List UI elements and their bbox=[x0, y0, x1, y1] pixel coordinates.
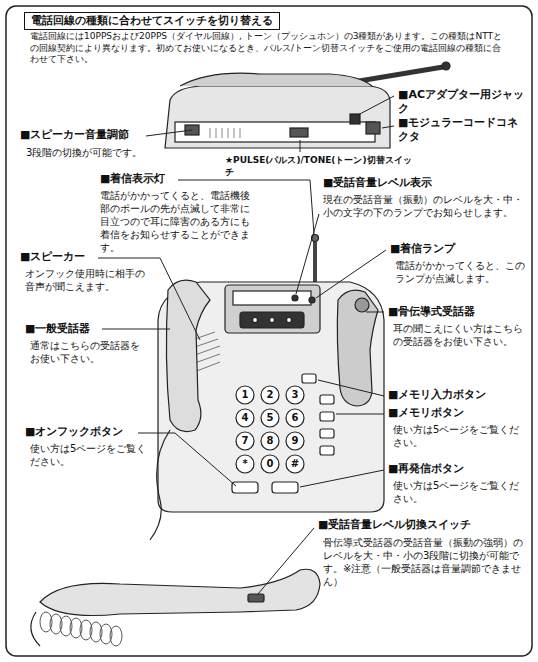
part-name: ■受話音量レベル表示 bbox=[323, 176, 523, 190]
part-name: ■着信表示灯 bbox=[100, 172, 220, 186]
key-label: 8 bbox=[261, 434, 279, 448]
key-label: 9 bbox=[286, 434, 304, 448]
general-handset bbox=[166, 280, 210, 431]
intro-note: 電話回線には10PPSおよび20PPS（ダイヤル回線）, トーン（プッシュホン）… bbox=[30, 31, 508, 66]
part-name: ■メモリボタン bbox=[388, 406, 528, 420]
main-phone bbox=[150, 235, 384, 541]
part-note: 電話がかかってくると、電話機後部のポールの先が点滅して非常に目立つので耳に障害の… bbox=[100, 189, 250, 254]
part-note: 骨伝導式受話器の受話音量（振動の強弱）のレベルを大・中・小の3段階に切換が可能で… bbox=[323, 536, 523, 588]
part-name: ■メモリ入力ボタン bbox=[388, 388, 528, 402]
key-label: 0 bbox=[261, 457, 279, 471]
part-note: 使い方は5ページをご覧ください。 bbox=[393, 479, 525, 505]
part-note: 使い方は5ページをご覧ください。 bbox=[393, 423, 525, 449]
part-note: オンフック使用時に相手の音声が聞こえます。 bbox=[25, 267, 145, 293]
key-label: 2 bbox=[261, 388, 279, 402]
part-note: 耳の聞こえにくい方はこちらの受話器をお使い下さい。 bbox=[393, 322, 525, 348]
bone-conduction-handset-side bbox=[31, 569, 320, 646]
key-label: * bbox=[236, 457, 254, 471]
part-name: ■着信ランプ bbox=[390, 242, 525, 256]
key-label: 4 bbox=[236, 411, 254, 425]
key-label: 1 bbox=[236, 388, 254, 402]
part-name: ■一般受話器 bbox=[25, 322, 125, 336]
part-note: 現在の受話音量（振動）のレベルを大・中・小の文字の下のランプでお知らせします。 bbox=[323, 193, 523, 219]
key-label: 6 bbox=[286, 411, 304, 425]
part-name: ■モジュラーコードコネクタ bbox=[398, 116, 523, 145]
key-label: 7 bbox=[236, 434, 254, 448]
redial-button bbox=[272, 482, 298, 493]
keypad bbox=[236, 386, 304, 473]
part-note: 3段階の切換が可能です。 bbox=[26, 146, 166, 159]
heading-text: 電話回線の種類に合わせてスイッチを切り替える bbox=[31, 14, 273, 28]
key-label: 5 bbox=[261, 411, 279, 425]
handset-cord bbox=[150, 430, 170, 540]
switch-name: ★PULSE(パルス)/TONE(トーン)切替スイッチ bbox=[225, 155, 415, 178]
page-frame bbox=[6, 6, 532, 656]
memory-input-button bbox=[302, 374, 316, 383]
part-note: 電話がかかってくると、このランプが点滅します。 bbox=[395, 259, 527, 285]
part-name: ■ACアダプター用ジャック bbox=[398, 88, 533, 117]
part-name: ■再発信ボタン bbox=[388, 462, 528, 476]
part-name: ■骨伝導式受話器 bbox=[388, 305, 528, 319]
part-note: 使い方は5ページをご覧ください。 bbox=[30, 442, 148, 468]
bone-conduction-handset bbox=[337, 290, 378, 406]
key-label: 3 bbox=[286, 388, 304, 402]
part-note: 通常はこちらの受話器をお使い下さい。 bbox=[30, 339, 140, 365]
onhook-button bbox=[232, 482, 258, 493]
part-name: ■スピーカー bbox=[20, 250, 120, 264]
key-label: # bbox=[286, 457, 304, 471]
part-name: ■オンフックボタン bbox=[25, 425, 145, 439]
part-name: ■スピーカー音量調節 bbox=[20, 128, 150, 142]
heading-box: 電話回線の種類に合わせてスイッチを切り替える bbox=[24, 12, 280, 30]
part-name: ■受話音量レベル切換スイッチ bbox=[318, 518, 528, 532]
